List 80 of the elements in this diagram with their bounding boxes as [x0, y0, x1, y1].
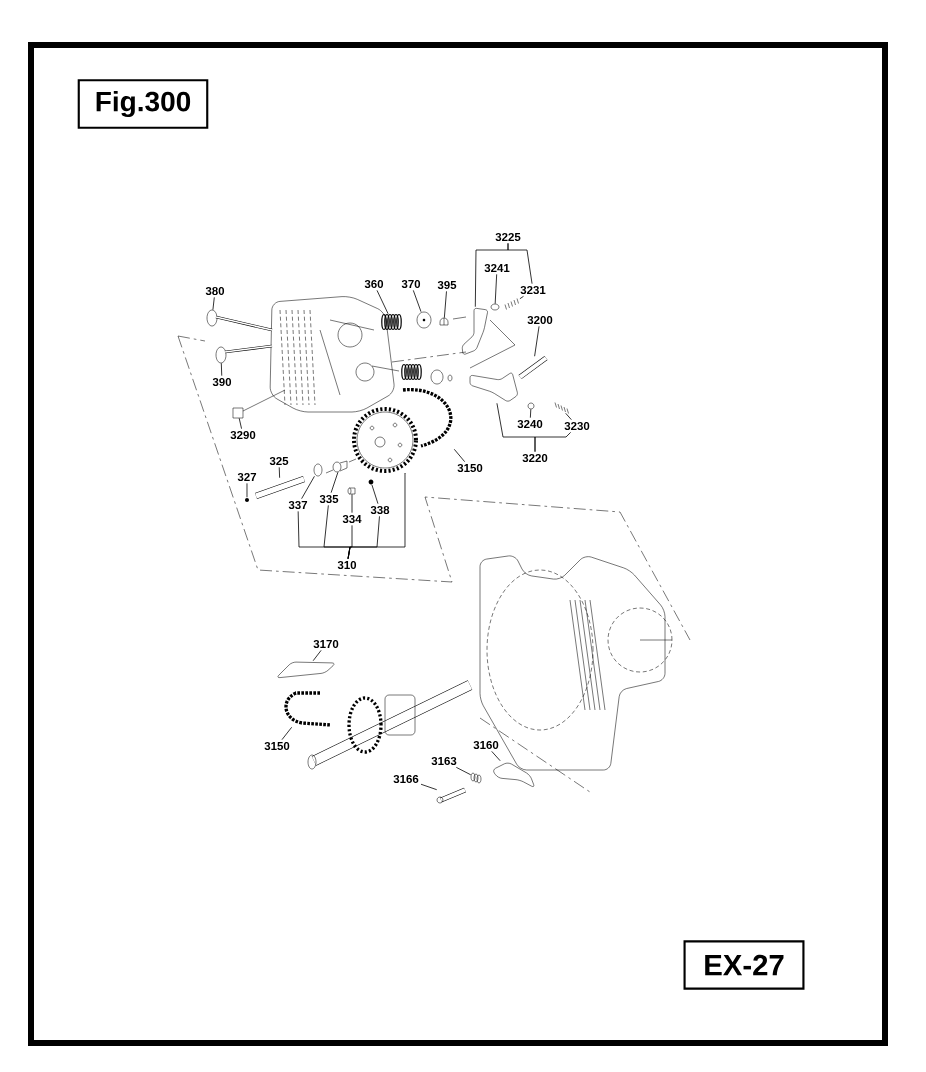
callout-number: 3241	[484, 263, 510, 273]
sprocket-drawing	[352, 407, 418, 473]
rocker-arm-drawing	[462, 308, 488, 355]
page-code-box: EX-27	[683, 940, 805, 990]
callout-number: 370	[401, 279, 421, 289]
leader-line	[453, 448, 466, 463]
leader-line	[529, 408, 532, 419]
pin-drawing	[518, 355, 548, 380]
leader-line	[330, 471, 339, 494]
key-drawing	[368, 479, 374, 485]
leader-line	[301, 475, 315, 500]
callout-number: 3231	[520, 285, 546, 295]
callout-number: 325	[269, 456, 289, 466]
leader-line	[491, 750, 501, 762]
callout-number: 335	[319, 494, 339, 504]
leader-line	[281, 726, 293, 741]
callout-number: 337	[288, 500, 308, 510]
callout-number: 3163	[431, 756, 457, 766]
leader-line	[565, 412, 572, 421]
chain-guide-drawing	[277, 661, 335, 678]
figure-number-box: Fig.300	[77, 79, 209, 129]
leader-line	[312, 649, 322, 662]
valve-drawing	[215, 344, 273, 364]
callout-number: 395	[437, 280, 457, 290]
bracket-line	[507, 242, 533, 285]
nut-drawing	[527, 402, 535, 410]
callout-number: 3150	[457, 463, 483, 473]
leader-line	[376, 289, 389, 315]
leader-line	[519, 295, 524, 300]
leader-line	[455, 766, 472, 776]
valve-drawing	[206, 309, 273, 332]
spring-drawing	[504, 298, 519, 310]
leader-line	[443, 290, 447, 319]
bracket-line	[347, 472, 406, 560]
callout-number: 3290	[230, 430, 256, 440]
callout-number: 390	[212, 377, 232, 387]
leader-line	[238, 417, 242, 430]
leader-line	[420, 783, 438, 791]
spring-drawing	[381, 313, 402, 331]
washer-drawing	[490, 303, 500, 311]
callout-number: 327	[237, 472, 257, 482]
callout-number: 3160	[473, 740, 499, 750]
leader-line	[212, 296, 215, 311]
retainer-drawing	[416, 311, 432, 329]
callout-number: 3225	[495, 232, 521, 242]
bolt-drawing	[232, 389, 286, 419]
leader-line	[220, 362, 223, 377]
callout-number: 360	[364, 279, 384, 289]
callout-number: 3150	[264, 741, 290, 751]
keeper-drawing	[439, 317, 449, 326]
camshaft-drawing	[254, 476, 306, 500]
leader-line	[246, 482, 248, 498]
callout-number: 3220	[522, 453, 548, 463]
callout-number: 3200	[527, 315, 553, 325]
cam-drawing	[332, 460, 348, 473]
leader-line	[371, 484, 379, 505]
leader-line	[412, 289, 422, 313]
leader-line	[534, 325, 540, 357]
chain-drawing	[284, 691, 332, 727]
pin-drawing	[436, 787, 466, 804]
callout-number: 338	[370, 505, 390, 515]
callout-number: 334	[342, 514, 362, 524]
rocker-arm-drawing	[469, 372, 518, 402]
callout-number: 3230	[564, 421, 590, 431]
callout-number: 3240	[517, 419, 543, 429]
leader-line	[494, 273, 498, 305]
callout-number: 3166	[393, 774, 419, 784]
clip-drawing	[245, 498, 249, 502]
callout-number: 310	[337, 560, 357, 570]
tensioner-drawing	[493, 762, 535, 787]
leader-line	[351, 493, 353, 514]
bracket-line	[534, 431, 572, 453]
leader-line	[278, 466, 280, 479]
ring-drawing	[313, 463, 323, 477]
callout-number: 3170	[313, 639, 339, 649]
spring-drawing	[470, 772, 482, 784]
chain-drawing	[402, 388, 453, 448]
pin-drawing	[347, 487, 356, 495]
spring-drawing	[554, 402, 569, 414]
callout-number: 380	[205, 286, 225, 296]
